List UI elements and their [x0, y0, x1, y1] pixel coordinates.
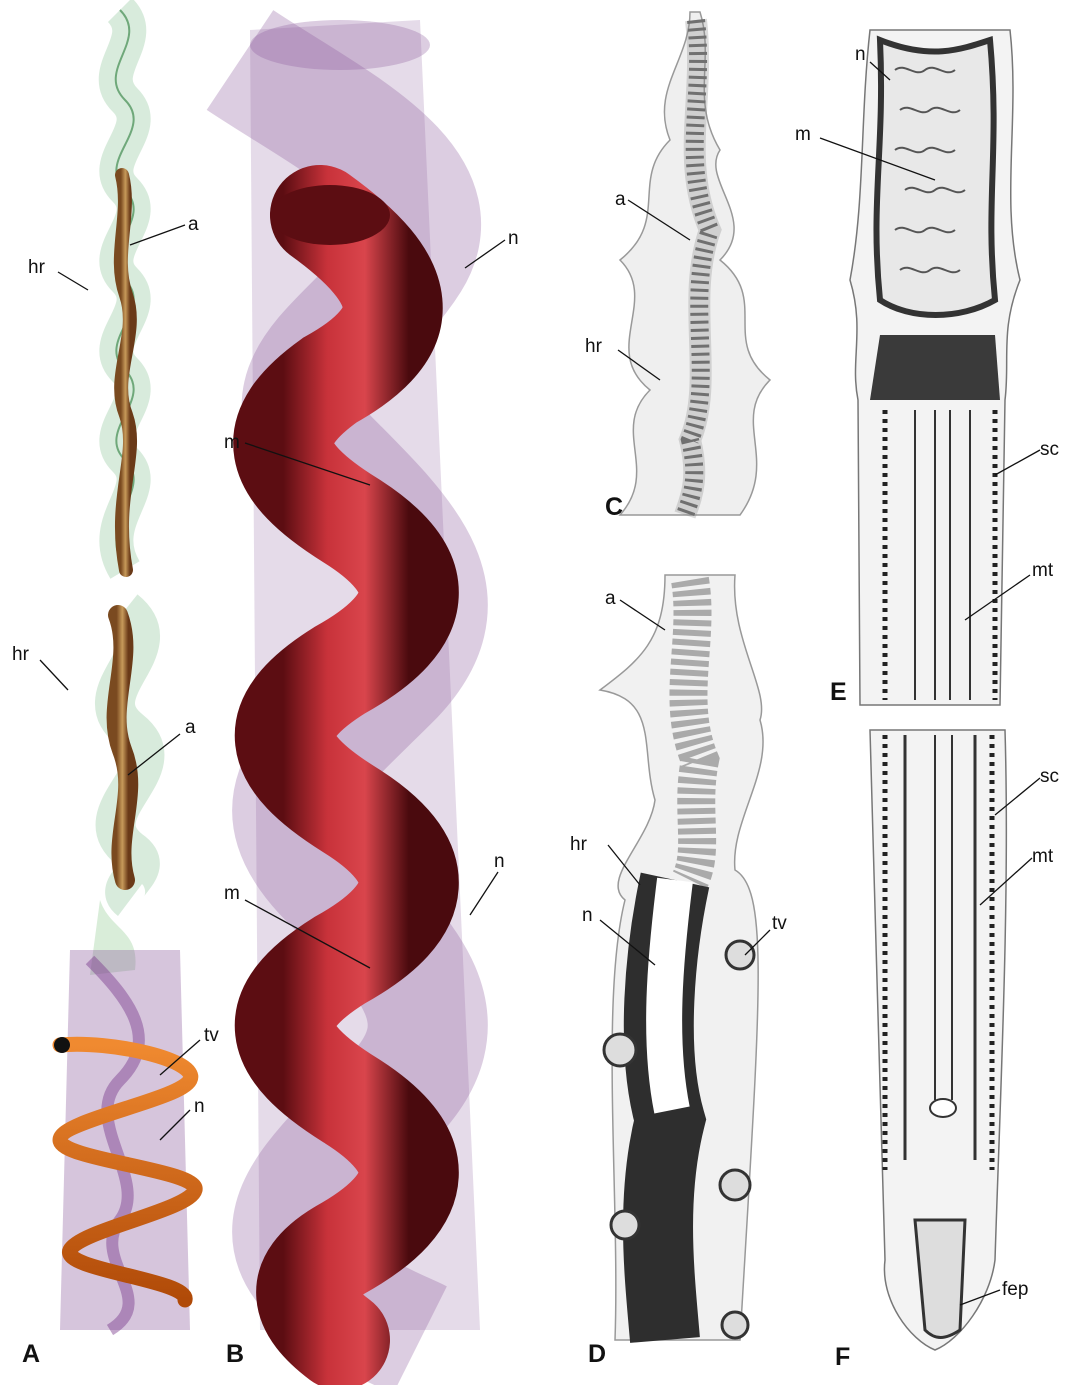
label-n: n	[508, 228, 519, 249]
label-m: m	[224, 883, 240, 904]
panel-a: a hr hr a tv n A	[12, 10, 219, 1368]
label-mt: mt	[1032, 560, 1054, 581]
tv-section	[604, 1034, 636, 1066]
panel-d: a hr n tv D	[570, 575, 787, 1368]
panel-a-upper-model	[116, 10, 134, 570]
label-n: n	[855, 44, 866, 65]
label-sc: sc	[1040, 766, 1059, 787]
panel-letter-f: F	[835, 1343, 850, 1371]
label-a: a	[615, 189, 626, 210]
tv-section	[722, 1312, 748, 1338]
panel-letter-d: D	[588, 1340, 606, 1368]
label-a: a	[188, 214, 199, 235]
label-n: n	[494, 851, 505, 872]
hr-leader	[40, 660, 68, 690]
hr-leader	[58, 272, 88, 290]
panel-f: sc mt fep F	[835, 730, 1059, 1371]
tv-section	[726, 941, 754, 969]
label-a: a	[605, 588, 616, 609]
label-hr: hr	[570, 834, 588, 855]
panel-a-lower-model	[54, 950, 195, 1330]
n-leader	[470, 872, 498, 915]
label-mt: mt	[1032, 846, 1054, 867]
label-hr: hr	[585, 336, 603, 357]
panel-a-middle-model	[90, 610, 144, 975]
panel-letter-b: B	[226, 1340, 244, 1368]
panel-letter-e: E	[830, 678, 847, 706]
a-leader	[620, 600, 665, 630]
label-m: m	[795, 124, 811, 145]
label-fep: fep	[1002, 1279, 1028, 1300]
label-tv: tv	[204, 1025, 219, 1046]
panel-c: a hr C	[585, 12, 770, 521]
panel-letter-c: C	[605, 493, 623, 521]
label-hr: hr	[28, 257, 46, 278]
label-tv: tv	[772, 913, 787, 934]
panel-e: n m sc mt E	[795, 30, 1059, 706]
tv-section	[720, 1170, 750, 1200]
label-sc: sc	[1040, 439, 1059, 460]
tv-section	[611, 1211, 639, 1239]
panel-b: n m n m B	[224, 20, 519, 1368]
label-n: n	[582, 905, 593, 926]
panel-letter-a: A	[22, 1340, 40, 1368]
label-a: a	[185, 717, 196, 738]
label-hr: hr	[12, 644, 30, 665]
label-m: m	[224, 432, 240, 453]
label-n: n	[194, 1096, 205, 1117]
